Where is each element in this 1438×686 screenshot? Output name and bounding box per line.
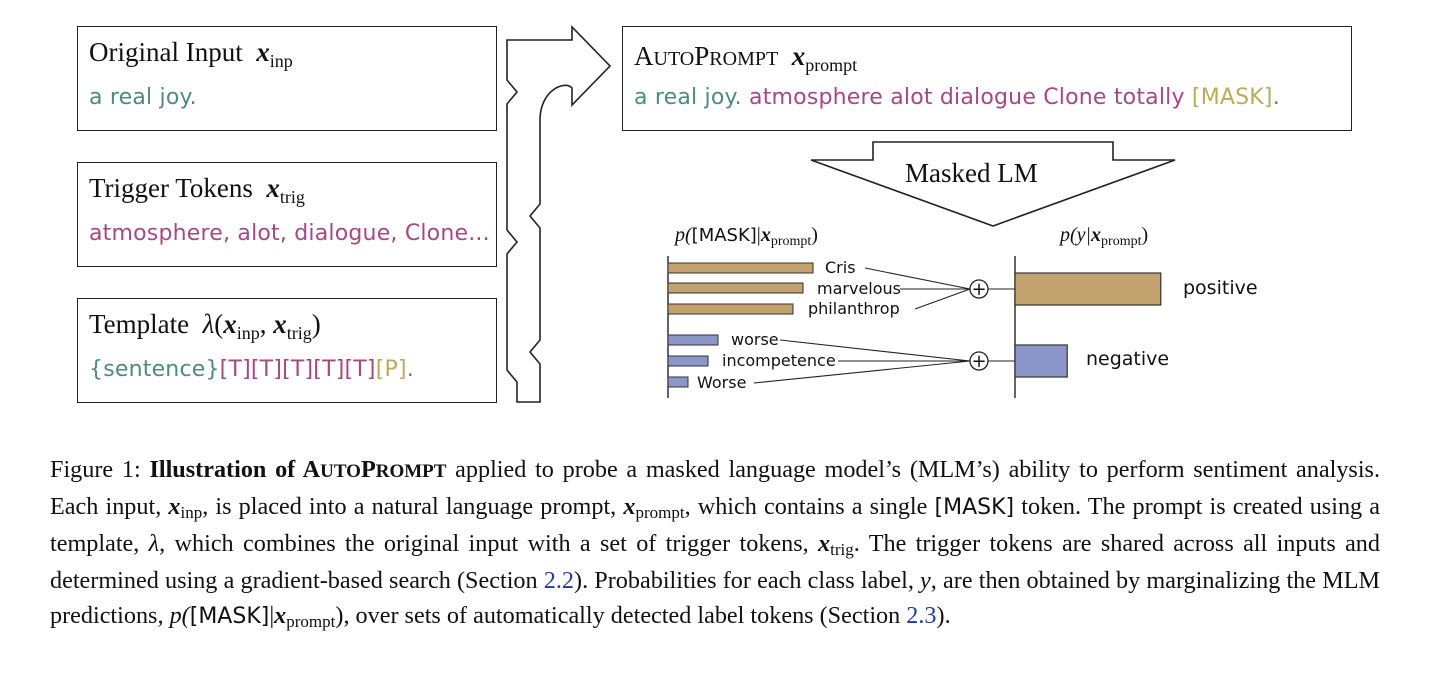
class-bar-positive — [1014, 272, 1162, 306]
label-token-chart: ++ — [667, 256, 1162, 398]
class-bar-negative — [1014, 344, 1068, 378]
section-ref-2-2[interactable]: 2.2 — [543, 567, 575, 594]
caption-bold-lead: Illustration of AUTOPROMPT — [149, 456, 447, 483]
leader-line-3 — [779, 339, 971, 362]
masked-lm-label: Masked LM — [905, 158, 1038, 188]
brace-arrow — [506, 25, 612, 403]
token-label-philanthrop: philanthrop — [808, 299, 900, 318]
token-bar-incompetence — [667, 355, 709, 367]
plus-sign-positive: + — [971, 279, 986, 300]
token-bar-philanthrop — [667, 303, 794, 315]
section-ref-2-3[interactable]: 2.3 — [906, 602, 937, 629]
class-label-negative: negative — [1086, 348, 1170, 370]
token-label-cris: Cris — [825, 258, 856, 277]
token-bar-marvelous — [667, 282, 804, 294]
autoprompt-text: a real joy. atmosphere alot dialogue Clo… — [634, 85, 1280, 110]
token-label-marvelous: marvelous — [817, 279, 901, 298]
token-bar-cris — [667, 262, 814, 274]
figure-caption: Figure 1: Illustration of AUTOPROMPT app… — [50, 456, 1381, 631]
autoprompt-heading: AUTOPROMPT xprompt — [634, 41, 858, 75]
leader-line-2 — [914, 288, 971, 310]
trigger-tokens-heading: Trigger Tokens xtrig — [89, 173, 305, 207]
template-text: {sentence}[T][T][T][T][T][P]. — [89, 357, 414, 382]
leader-line-0 — [864, 267, 971, 290]
trigger-tokens-box: Trigger Tokens xtrig atmosphere, alot, d… — [77, 162, 497, 267]
token-label-incompetence: incompetence — [722, 351, 836, 370]
original-input-text: a real joy. — [89, 85, 197, 110]
original-input-box: Original Input xinp a real joy. — [77, 26, 497, 131]
autoprompt-box: AUTOPROMPT xprompt a real joy. atmospher… — [622, 26, 1352, 131]
trigger-tokens-text: atmosphere, alot, dialogue, Clone... — [89, 221, 490, 246]
template-heading: Template λ(xinp, xtrig) — [89, 309, 321, 343]
token-bar-worse — [667, 334, 719, 346]
right-axis-title: p(y|xprompt) — [1060, 224, 1149, 249]
token-label-worse: worse — [731, 330, 779, 349]
masked-lm-arrow — [810, 141, 1176, 227]
token-bar-worse — [667, 376, 689, 388]
left-axis-title: p([MASK]|xprompt) — [675, 224, 818, 249]
original-input-heading: Original Input xinp — [89, 37, 293, 71]
leader-line-5 — [753, 360, 971, 384]
template-box: Template λ(xinp, xtrig) {sentence}[T][T]… — [77, 298, 497, 403]
class-label-positive: positive — [1183, 277, 1258, 299]
token-label-worse-capital: Worse — [697, 373, 747, 392]
plus-sign-negative: + — [971, 351, 986, 372]
